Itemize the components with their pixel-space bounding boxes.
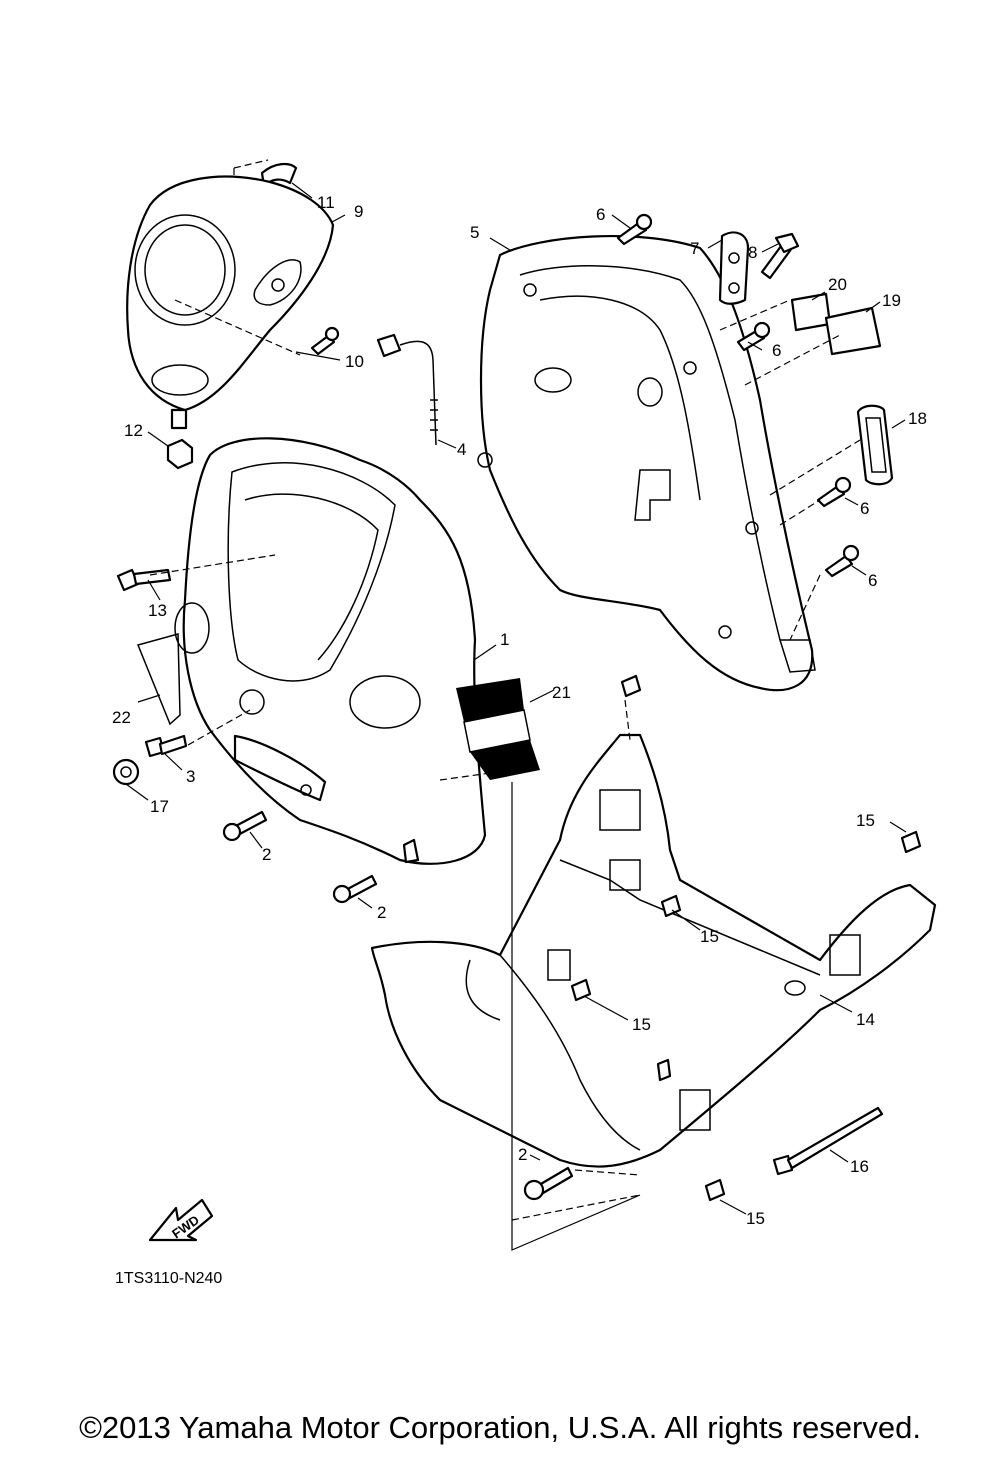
part-7-bracket xyxy=(718,231,750,305)
callout-20: 20 xyxy=(828,275,847,294)
part-10-screw xyxy=(310,326,340,356)
callout-4: 4 xyxy=(457,440,466,459)
callout-15: 15 xyxy=(856,811,875,830)
callout-14: 14 xyxy=(856,1010,875,1029)
part-3-bolt xyxy=(144,734,188,758)
callout-15: 15 xyxy=(746,1209,765,1228)
copyright-notice: ©2013 Yamaha Motor Corporation, U.S.A. A… xyxy=(79,1410,921,1445)
part-19-label xyxy=(824,306,882,356)
part-20-label xyxy=(790,292,832,332)
callout-3: 3 xyxy=(186,767,195,786)
callout-15: 15 xyxy=(632,1015,651,1034)
leader-lines xyxy=(125,182,907,1215)
part-15-nuts xyxy=(570,674,922,1202)
part-21-decal xyxy=(456,678,540,780)
part-5-inner-panel xyxy=(477,234,816,692)
callout-19: 19 xyxy=(882,291,901,310)
part-6-screws xyxy=(616,213,860,578)
part-9-headlight-cover xyxy=(126,175,335,430)
part-2-screws xyxy=(222,810,574,1201)
callout-2: 2 xyxy=(377,903,386,922)
callout-2: 2 xyxy=(518,1145,527,1164)
reference-lines xyxy=(149,299,861,1251)
callout-18: 18 xyxy=(908,409,927,428)
callout-10: 10 xyxy=(345,352,364,371)
drawing-code: 1TS3110-N240 xyxy=(115,1270,222,1287)
callout-6: 6 xyxy=(596,205,605,224)
callout-12: 12 xyxy=(124,421,143,440)
callout-9: 9 xyxy=(354,202,363,221)
fwd-arrow-icon: FWD xyxy=(148,1198,214,1241)
callout-1: 1 xyxy=(500,630,509,649)
part-22-reflector xyxy=(136,633,181,726)
callout-5: 5 xyxy=(470,223,479,242)
callout-2: 2 xyxy=(262,845,271,864)
callout-15: 15 xyxy=(700,927,719,946)
callout-16: 16 xyxy=(850,1157,869,1176)
callout-6: 6 xyxy=(868,571,877,590)
callout-11: 11 xyxy=(317,193,335,212)
callout-6: 6 xyxy=(860,499,869,518)
callout-22: 22 xyxy=(112,708,131,727)
part-1-front-cover xyxy=(174,437,487,865)
callout-13: 13 xyxy=(148,601,167,620)
callout-21: 21 xyxy=(552,683,571,702)
part-17-grommet xyxy=(112,758,140,786)
callout-8: 8 xyxy=(748,243,757,262)
callout-7: 7 xyxy=(690,239,699,258)
part-14-under-panel xyxy=(370,733,937,1168)
part-16-cable-tie xyxy=(772,1106,884,1176)
callout-labels: 1 2 2 2 3 4 5 6 6 6 6 7 8 9 10 11 12 13 … xyxy=(112,193,927,1228)
part-12-nut xyxy=(166,438,194,470)
callout-17: 17 xyxy=(150,797,169,816)
part-8-bolt xyxy=(760,232,800,280)
part-4-wire xyxy=(376,333,438,446)
callout-6: 6 xyxy=(772,341,781,360)
part-18-seal xyxy=(856,404,894,486)
